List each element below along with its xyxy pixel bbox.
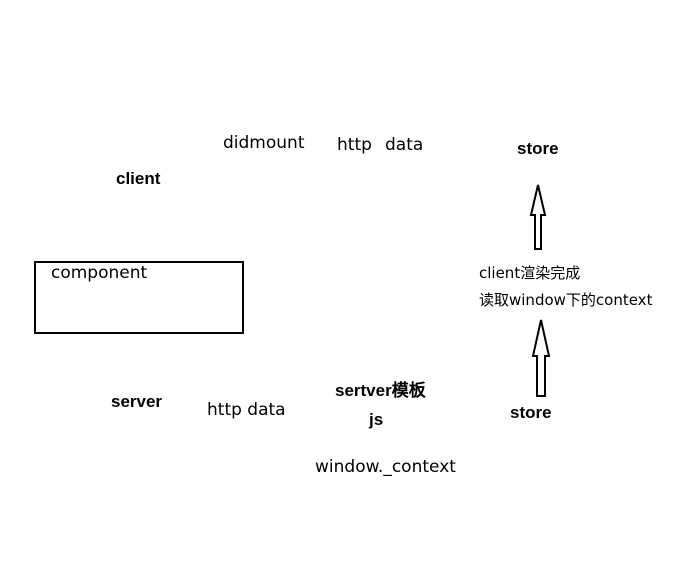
js-label: js — [369, 410, 384, 429]
http-label-top: http — [337, 135, 372, 155]
http-data-bottom-label: http data — [207, 400, 286, 420]
window-context-label: window._context — [315, 457, 456, 477]
up-arrow-top-icon — [529, 184, 547, 250]
didmount-label: didmount — [223, 133, 305, 153]
sertver-template-label: sertver模板 — [335, 381, 426, 400]
data-label-top: data — [385, 135, 424, 155]
component-box — [34, 261, 244, 334]
up-arrow-bottom-icon — [531, 319, 551, 397]
client-render-line1: client渲染完成 — [479, 264, 581, 282]
client-render-line2: 读取window下的context — [479, 291, 653, 309]
server-label: server — [111, 392, 163, 411]
component-label: component — [51, 263, 148, 283]
store-bottom-label: store — [510, 403, 552, 422]
client-label: client — [116, 169, 161, 188]
store-top-label: store — [517, 139, 559, 158]
